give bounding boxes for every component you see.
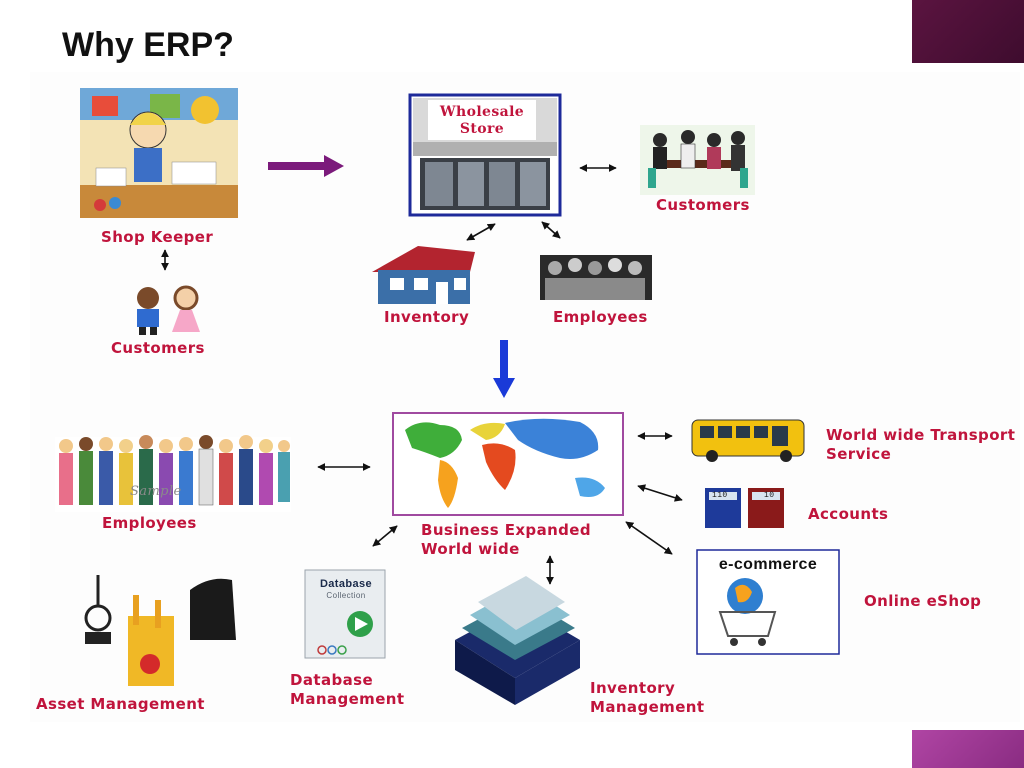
purple-right-arrow: [268, 155, 344, 177]
db-box-subtitle: Collection: [326, 591, 366, 600]
world-map-illustration: [392, 412, 624, 516]
employees-group-illustration: [55, 435, 291, 512]
ecommerce-sign: e-commerce: [718, 556, 818, 573]
store-sign-line1: Wholesale: [439, 104, 525, 120]
label-accounts: Accounts: [808, 505, 889, 523]
arrow-store-employees: [541, 221, 561, 239]
blue-down-arrow: [493, 340, 515, 398]
label-employees-bottom: Employees: [102, 514, 197, 532]
asset-management-illustration: [84, 575, 236, 686]
employees-crowd-illustration: [540, 255, 652, 300]
inventory-stack-illustration: [455, 576, 580, 705]
label-database-line2: Management: [290, 690, 405, 708]
corner-decoration-bottom: [912, 730, 1024, 768]
label-transport-line2: Service: [826, 445, 892, 463]
label-inventory-management-line2: Management: [590, 698, 705, 716]
calculators-illustration: [705, 488, 784, 528]
label-customers-left: Customers: [111, 339, 205, 357]
arrow-map-eshop: [625, 521, 673, 555]
label-online-eshop: Online eShop: [864, 592, 982, 610]
shopkeeper-illustration: [80, 88, 238, 218]
label-asset-management: Asset Management: [36, 695, 205, 713]
db-box-title: Database: [319, 578, 373, 590]
calculator-display-b: 10: [764, 491, 775, 500]
arrow-map-database: [372, 525, 398, 547]
calculator-display-a: 110: [712, 491, 728, 500]
store-sign-line2: Store: [459, 121, 505, 137]
arrow-store-inventory: [466, 223, 496, 241]
ecommerce-illustration: [696, 549, 840, 655]
label-customers-right: Customers: [656, 196, 750, 214]
label-database-line1: Database: [290, 671, 374, 689]
house-inventory-illustration: [372, 246, 475, 304]
customers-meeting-illustration: [640, 125, 755, 195]
label-transport-line1: World wide Transport: [826, 426, 1016, 444]
label-employees-top: Employees: [553, 308, 648, 326]
arrow-map-accounts: [637, 484, 683, 502]
label-inventory: Inventory: [384, 308, 470, 326]
label-business-expanded-line2: World wide: [421, 540, 520, 558]
label-shop-keeper: Shop Keeper: [101, 228, 214, 246]
sample-watermark: Sample: [130, 484, 182, 499]
corner-decoration-top: [912, 0, 1024, 63]
label-inventory-management-line1: Inventory: [590, 679, 676, 697]
label-business-expanded-line1: Business Expanded: [421, 521, 592, 539]
slide-title: Why ERP?: [62, 26, 234, 64]
database-box-illustration: [304, 569, 386, 659]
kids-customers-illustration: [137, 285, 200, 335]
wholesale-store-illustration: [408, 93, 562, 217]
school-bus-illustration: [691, 419, 805, 462]
